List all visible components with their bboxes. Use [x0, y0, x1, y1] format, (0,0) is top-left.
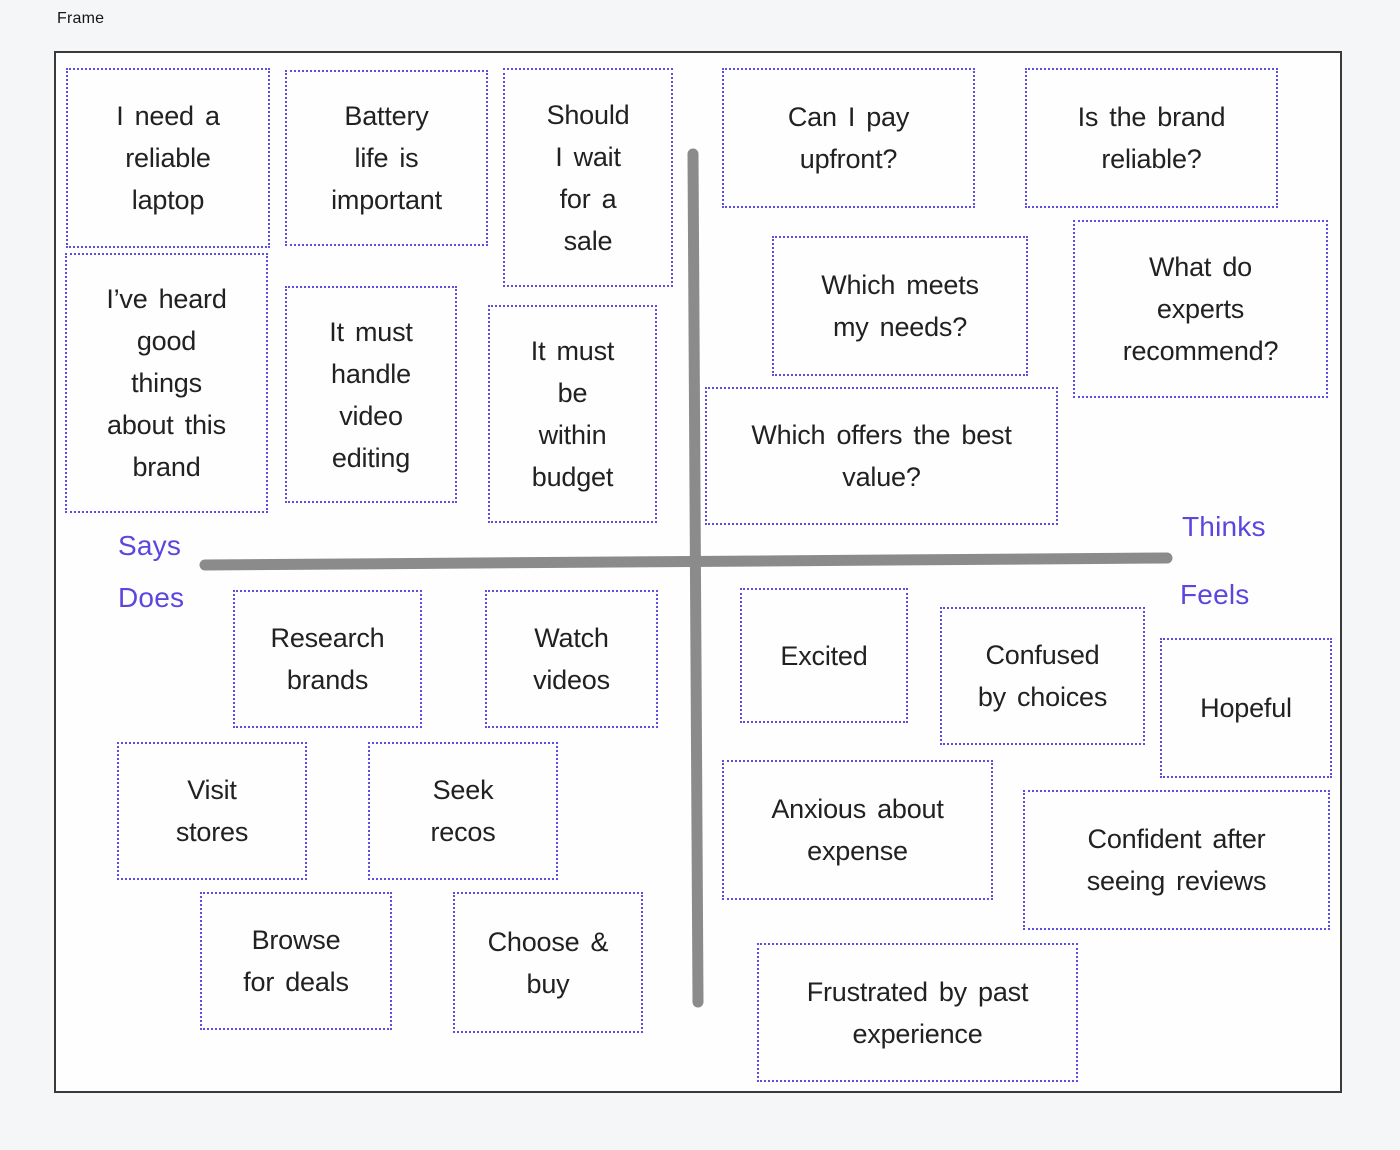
note-text: Battery life is important [331, 101, 442, 215]
quadrant-label-does[interactable]: Does [118, 582, 185, 613]
note-text: Seek recos [430, 775, 496, 847]
sticky-note[interactable]: Excited [740, 588, 908, 723]
note-text: Confident after seeing reviews [1086, 824, 1267, 896]
note-text: It must be within budget [530, 336, 615, 492]
sticky-note[interactable]: Browse for deals [200, 892, 392, 1030]
sticky-note[interactable]: Seek recos [368, 742, 558, 880]
note-text: Choose & buy [487, 926, 609, 999]
note-text: Which offers the best value? [751, 420, 1012, 492]
note-text: What do experts recommend? [1122, 252, 1279, 366]
note-text: I’ve heard good things about this brand [106, 284, 227, 482]
sticky-note[interactable]: Visit stores [117, 742, 307, 880]
sticky-note[interactable]: Which offers the best value? [705, 387, 1058, 525]
note-text: Frustrated by past experience [806, 976, 1029, 1049]
note-text: Browse for deals [243, 925, 349, 997]
sticky-note[interactable]: Which meets my needs? [772, 236, 1028, 376]
horizontal-axis-line[interactable] [199, 552, 1173, 571]
note-text: Visit stores [175, 775, 249, 847]
sticky-note[interactable]: Research brands [233, 590, 422, 728]
note-text: Research brands [270, 623, 385, 695]
note-text: Confused by choices [977, 640, 1108, 712]
note-text: Which meets my needs? [821, 270, 979, 342]
sticky-note[interactable]: Frustrated by past experience [757, 943, 1078, 1082]
sticky-note[interactable]: What do experts recommend? [1073, 220, 1328, 398]
note-text: Can I pay upfront? [787, 102, 910, 174]
sticky-note[interactable]: Confident after seeing reviews [1023, 790, 1330, 930]
sticky-note[interactable]: It must handle video editing [285, 286, 457, 503]
sticky-note[interactable]: It must be within budget [488, 305, 657, 523]
note-text: Anxious about expense [771, 794, 944, 866]
note-text: It must handle video editing [329, 316, 413, 473]
sticky-note[interactable]: Hopeful [1160, 638, 1332, 778]
vertical-axis-line[interactable] [687, 148, 704, 1008]
sticky-note[interactable]: Can I pay upfront? [722, 68, 975, 208]
quadrant-label-says[interactable]: Says [118, 530, 182, 561]
note-text: Is the brand reliable? [1077, 102, 1226, 174]
note-text: Should I wait for a sale [546, 99, 630, 256]
sticky-note[interactable]: I need a reliable laptop [66, 68, 270, 248]
sticky-note[interactable]: I’ve heard good things about this brand [65, 253, 268, 513]
sticky-note[interactable]: Should I wait for a sale [503, 68, 673, 287]
sticky-note[interactable]: Confused by choices [940, 607, 1145, 745]
sticky-note[interactable]: Anxious about expense [722, 760, 993, 900]
sticky-note[interactable]: Battery life is important [285, 70, 488, 246]
sticky-note[interactable]: Is the brand reliable? [1025, 68, 1278, 208]
note-text: I need a reliable laptop [116, 101, 220, 215]
quadrant-label-thinks[interactable]: Thinks [1182, 511, 1266, 542]
quadrant-label-feels[interactable]: Feels [1180, 579, 1250, 610]
note-text: Excited [780, 640, 868, 671]
sticky-note[interactable]: Watch videos [485, 590, 658, 728]
sticky-note[interactable]: Choose & buy [453, 892, 643, 1033]
frame-title[interactable]: Frame [57, 10, 105, 27]
note-text: Hopeful [1200, 693, 1292, 723]
note-text: Watch videos [533, 623, 610, 695]
